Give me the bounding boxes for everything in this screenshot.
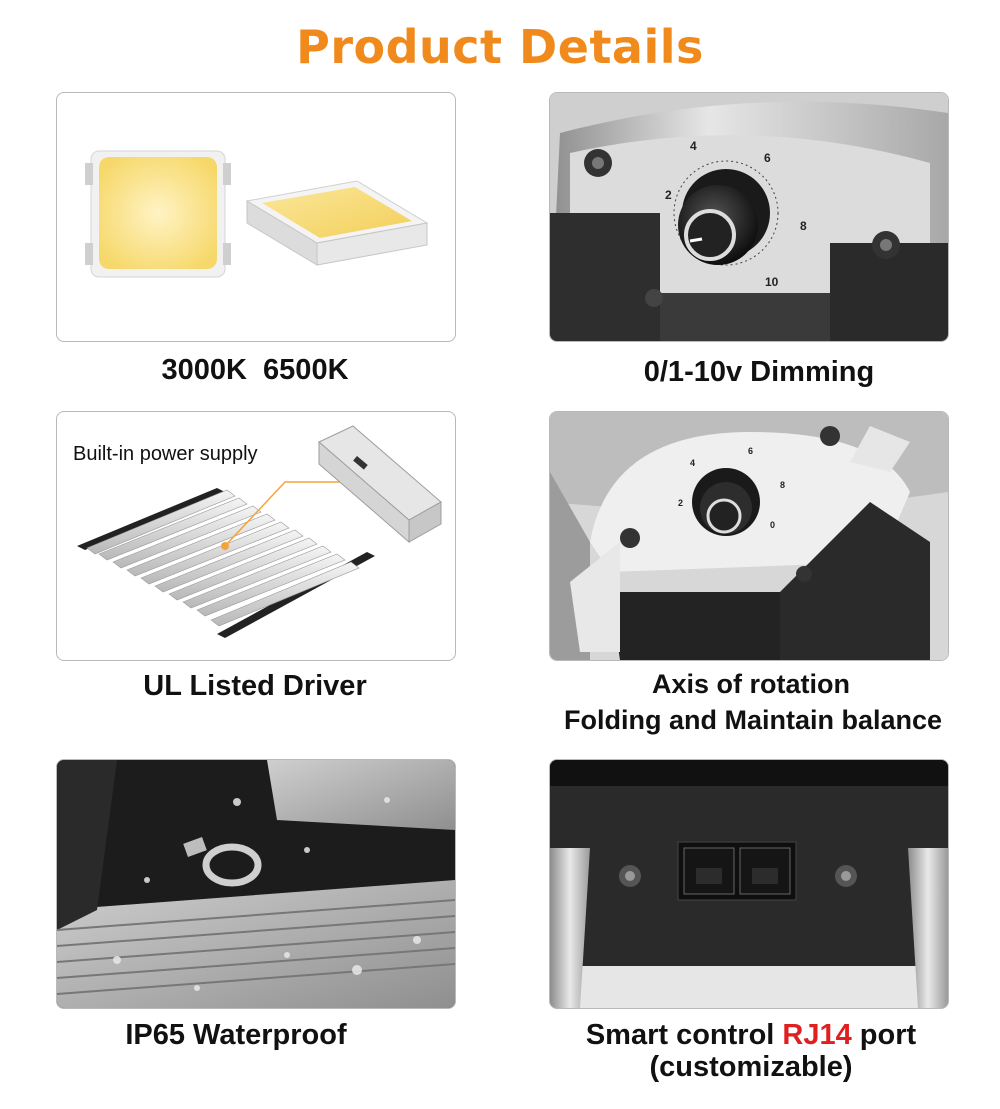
dial-tick-2: 2 [665,188,672,202]
rj14-caption-line1: Smart control RJ14 port [549,1017,953,1053]
page-title: Product Details [296,20,704,74]
rotation-dial-tick-0: 0 [770,520,776,530]
rotation-caption-line2: Folding and Maintain balance [563,705,943,735]
rotation-dial-tick-6: 6 [748,446,754,456]
led-chips-image [56,92,456,342]
rotation-caption-line1: Axis of rotation [651,669,850,699]
rj14-caption-line2: (customizable) [649,1051,853,1083]
dial-tick-10: 10 [765,275,779,289]
rotation-dial-tick-2: 2 [678,498,684,508]
rotation-dial-tick-8: 8 [780,480,786,490]
rj14-caption-post: port [859,1019,917,1051]
dial-tick-8: 8 [800,219,807,233]
cct-caption: 3000K 6500K [161,354,349,386]
dial-tick-6: 6 [764,151,771,165]
waterproof-image [56,759,456,1009]
dimming-knob-image: 2 4 6 8 10 [549,92,949,342]
rj14-caption-highlight: RJ14 [782,1019,852,1051]
rj14-port-image [549,759,949,1009]
driver-caption: UL Listed Driver [143,670,367,702]
rotation-dial-tick-4: 4 [690,458,696,468]
rotation-image: 2 4 6 8 0 [549,411,949,661]
driver-image: Built-in power supply [56,411,456,661]
rj14-caption-pre: Smart control [585,1019,775,1051]
waterproof-caption: IP65 Waterproof [125,1019,347,1051]
dial-tick-4: 4 [690,139,697,153]
dimming-caption: 0/1-10v Dimming [643,356,875,388]
driver-callout: Built-in power supply [73,443,258,465]
